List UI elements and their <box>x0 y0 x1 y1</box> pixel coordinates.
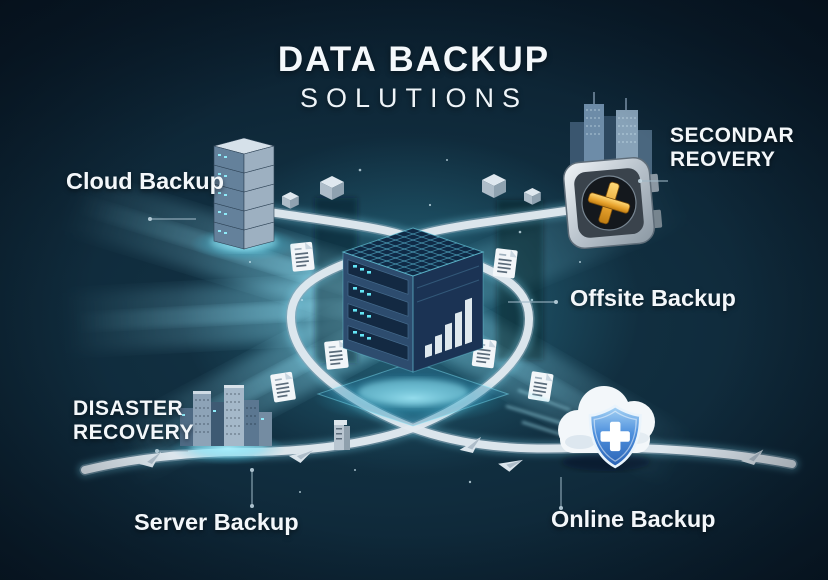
cloud-shield-icon <box>505 386 655 471</box>
title-block: DATA BACKUP SOLUTIONS <box>0 40 828 114</box>
path-objects <box>138 174 765 474</box>
label-secondary-recovery: SECONDAR REOVERY <box>670 124 794 172</box>
cube-top-grid <box>351 230 475 274</box>
label-secondary-line1: SECONDAR <box>670 124 795 147</box>
label-online-backup: Online Backup <box>551 506 716 532</box>
label-secondary-line2: REOVERY <box>670 148 776 172</box>
recovery-device-icon <box>562 92 663 250</box>
label-disaster-line1: DISASTER <box>73 397 184 420</box>
server-buildings-icon <box>170 385 286 465</box>
label-server-backup: Server Backup <box>134 509 299 535</box>
recovery-device-body <box>562 156 663 250</box>
label-offsite-backup: Offsite Backup <box>570 285 736 311</box>
server-stack-icon <box>190 137 298 261</box>
label-disaster-line2: RECOVERY <box>73 421 195 445</box>
page-subtitle: SOLUTIONS <box>299 83 529 113</box>
mini-tower-icon <box>334 420 350 450</box>
cube-rack-slots <box>347 259 409 361</box>
gold-cross <box>587 181 631 225</box>
label-cloud-backup: Cloud Backup <box>66 168 224 194</box>
cube-bar-chart <box>425 297 472 358</box>
shield-plus-icon <box>588 404 642 469</box>
data-cube-icon <box>313 227 513 427</box>
page-title: DATA BACKUP <box>277 40 551 79</box>
leader-lines <box>148 179 668 510</box>
label-disaster-recovery: DISASTER RECOVERY <box>73 397 194 445</box>
